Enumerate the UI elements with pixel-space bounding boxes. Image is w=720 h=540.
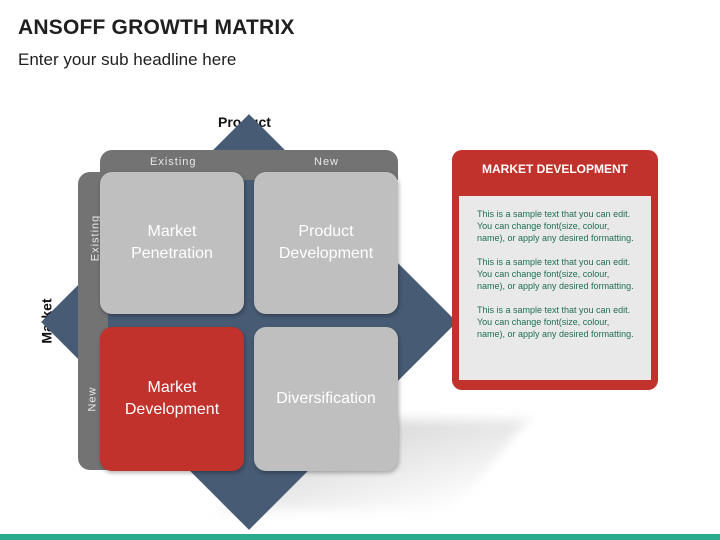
panel-paragraph: This is a sample text that you can edit.… [477, 209, 634, 243]
panel-paragraph: This is a sample text that you can edit.… [477, 305, 634, 339]
info-panel-title: MARKET DEVELOPMENT [481, 162, 628, 176]
quadrant-label: Market Penetration [131, 223, 213, 262]
column-header-existing: Existing [150, 156, 197, 168]
quadrant-market-penetration[interactable]: Market Penetration [100, 172, 244, 314]
quadrant-label: Diversification [276, 390, 376, 407]
page-title: ANSOFF GROWTH MATRIX [18, 16, 295, 39]
column-header-new: New [314, 156, 340, 168]
quadrant-market-development[interactable]: Market Development [100, 327, 244, 471]
quadrant-label: Market Development [124, 379, 220, 418]
bottom-accent-bar [0, 534, 720, 540]
row-header-new: New [86, 386, 99, 412]
info-panel-body: This is a sample text that you can edit.… [459, 196, 651, 380]
quadrant-label: Product Development [278, 223, 374, 262]
quadrant-diversification[interactable]: Diversification [254, 327, 398, 471]
page-subtitle: Enter your sub headline here [18, 50, 237, 69]
quadrant-product-development[interactable]: Product Development [254, 172, 398, 314]
panel-paragraph: This is a sample text that you can edit.… [477, 257, 634, 291]
